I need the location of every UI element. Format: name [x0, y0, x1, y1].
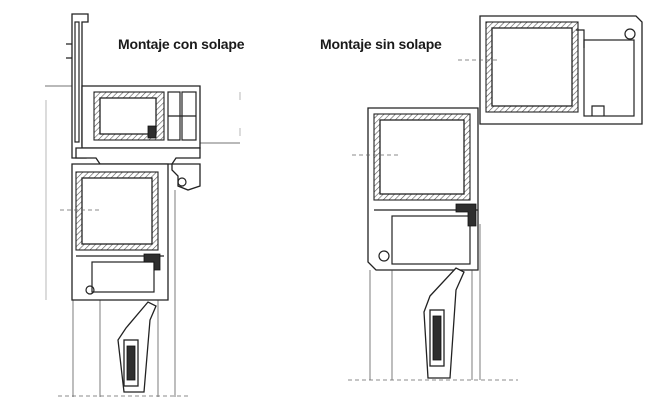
right-upper-chamber [491, 27, 573, 107]
left-upper-gasket [147, 125, 157, 139]
title-montaje-con-solape: Montaje con solape [118, 36, 245, 52]
left-sash-chamber [81, 177, 153, 245]
left-glazing-core [126, 345, 136, 381]
right-upper-side-chamber [583, 39, 635, 117]
title-montaje-sin-solape: Montaje sin solape [320, 36, 442, 52]
right-glazing-core [432, 315, 442, 361]
right-upper-hook-hole [624, 28, 636, 40]
left-flange-ticks [66, 43, 72, 59]
left-upper-chamber [99, 97, 157, 135]
right-main-lower-chamber [391, 215, 471, 265]
right-main-gasket [455, 203, 477, 227]
right-main-chamber [379, 119, 465, 195]
left-flange-inner-channel [74, 21, 80, 143]
left-frame-bottom-lip [75, 147, 201, 165]
left-sash-lower-chamber [91, 261, 155, 293]
right-main-drain-hole [378, 250, 390, 262]
right-upper-lip [576, 29, 585, 48]
left-sash-gasket [143, 253, 161, 271]
left-frame-hook [171, 163, 201, 191]
left-profile-assembly [45, 13, 241, 397]
left-sash-drain-hole [85, 285, 95, 295]
right-upper-side-notch [591, 105, 605, 116]
right-profile-assembly [348, 15, 643, 381]
left-frame-hook-hole [177, 177, 187, 187]
